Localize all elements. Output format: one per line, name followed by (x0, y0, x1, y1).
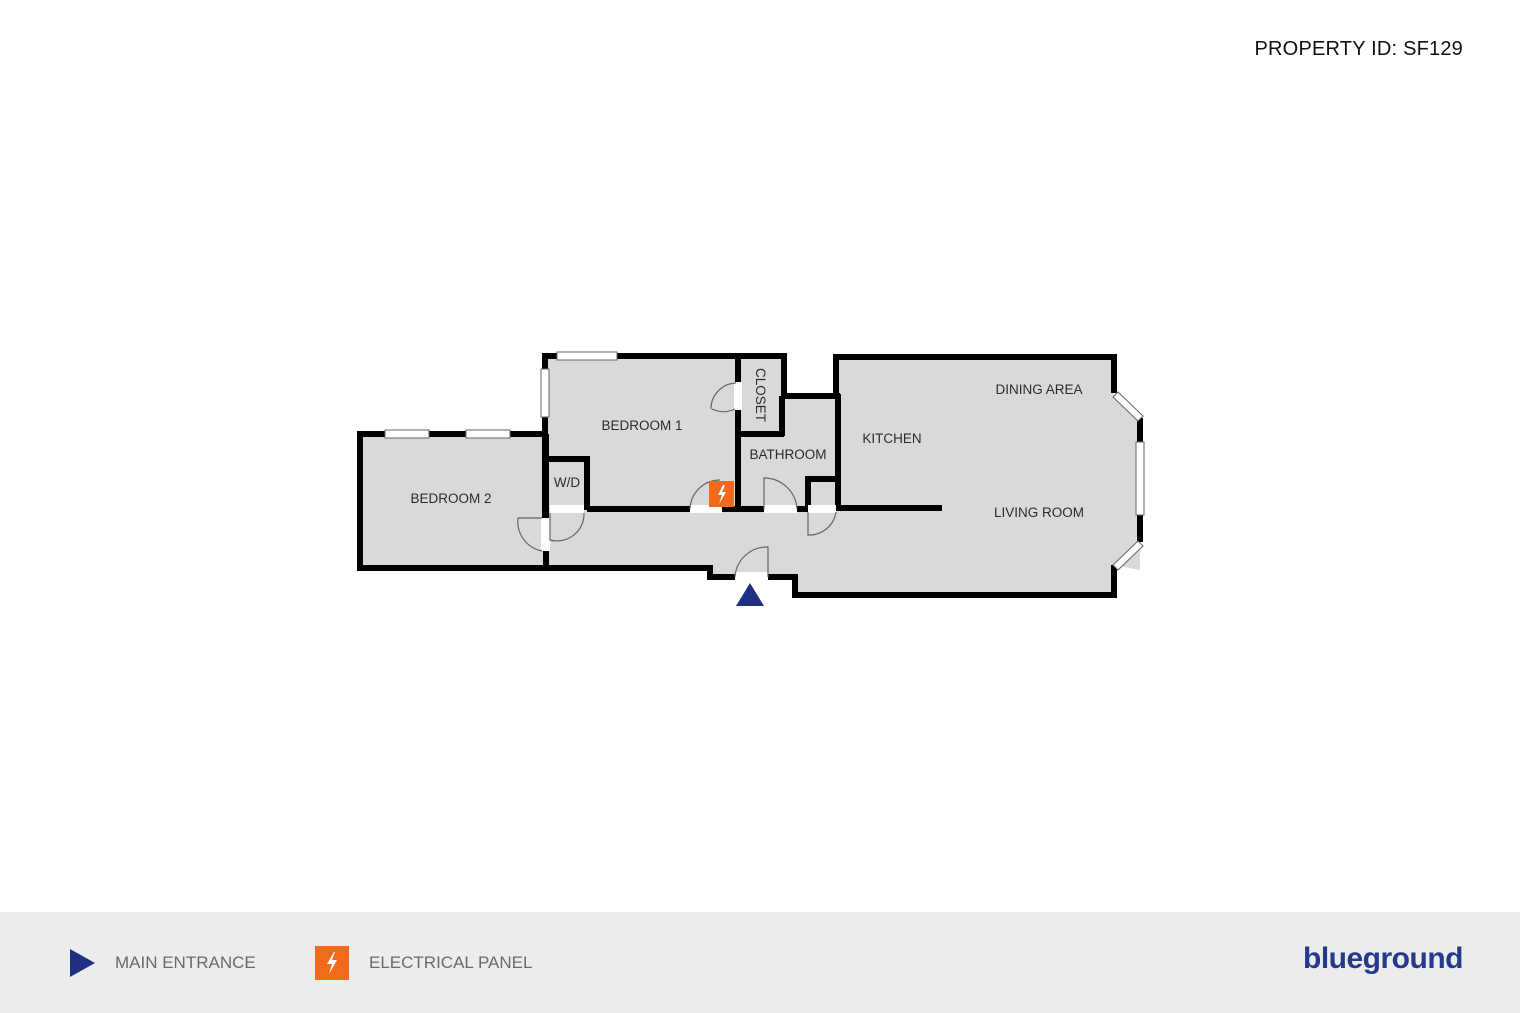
legend-label: MAIN ENTRANCE (115, 952, 256, 972)
entrance-triangle-icon (70, 948, 95, 977)
lightning-bolt-icon (327, 951, 337, 974)
legend-main-entrance: MAIN ENTRANCE (70, 912, 256, 1013)
property-id: PROPERTY ID: SF129 (1254, 38, 1463, 60)
windows (384, 351, 1145, 571)
room-label-dining: DINING AREA (995, 382, 1082, 397)
brand-logo: blueground (1303, 942, 1463, 975)
door-openings (541, 382, 836, 582)
floor-plan: BEDROOM 2 BEDROOM 1 W/D CLOSET BATHROOM … (357, 351, 1145, 606)
electrical-panel-icon (315, 945, 349, 980)
room-label-closet: CLOSET (753, 368, 768, 422)
entrance-marker-icon (736, 583, 764, 606)
legend-electrical-panel: ELECTRICAL PANEL (315, 912, 532, 1013)
room-label-kitchen: KITCHEN (862, 431, 921, 446)
room-label-wd: W/D (554, 475, 580, 490)
room-label-bathroom: BATHROOM (750, 447, 827, 462)
floor-fill (360, 357, 1140, 597)
room-label-bedroom1: BEDROOM 1 (601, 418, 682, 433)
door-swings (517, 382, 837, 578)
legend-label: ELECTRICAL PANEL (369, 952, 533, 972)
legend-footer: MAIN ENTRANCE ELECTRICAL PANEL bluegroun… (0, 912, 1520, 1013)
room-label-bedroom2: BEDROOM 2 (410, 491, 491, 506)
electrical-panel-marker (709, 481, 734, 507)
room-label-living: LIVING ROOM (994, 505, 1084, 520)
